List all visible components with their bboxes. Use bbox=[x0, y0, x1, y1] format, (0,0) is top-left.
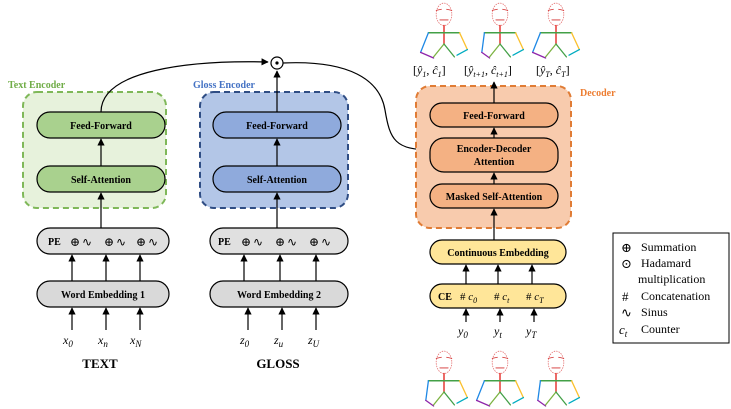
decoder-title: Decoder bbox=[580, 88, 616, 99]
text-pe-label: PE bbox=[48, 237, 61, 248]
decoder-input-token: yT bbox=[525, 324, 537, 340]
sinus-icon: ∿ bbox=[148, 235, 158, 249]
text-to-hadamard-curve bbox=[100, 58, 269, 113]
skeleton-pose-thumbnails-top bbox=[419, 2, 581, 59]
text-self-attention-label: Self-Attention bbox=[71, 175, 131, 186]
skeleton-pose-image bbox=[481, 2, 525, 59]
legend-label: multiplication bbox=[638, 272, 705, 286]
word-embedding-2-label: Word Embedding 2 bbox=[237, 290, 321, 301]
legend-label: Counter bbox=[641, 322, 680, 336]
skeleton-pose-image bbox=[419, 2, 469, 59]
sinus-icon: ∿ bbox=[253, 235, 263, 249]
concat-counter: # cT bbox=[526, 291, 544, 305]
summation-icon: ⊕ bbox=[241, 235, 251, 249]
gloss-pe-label: PE bbox=[218, 237, 231, 248]
word-embedding-2-box bbox=[209, 280, 349, 308]
gloss-input-token: zU bbox=[307, 333, 320, 349]
legend-label: Hadamard bbox=[641, 256, 691, 270]
concatenation-icon: # bbox=[622, 289, 629, 304]
gloss-caption: GLOSS bbox=[256, 356, 299, 371]
text-feed-forward-label: Feed-Forward bbox=[70, 121, 132, 132]
encoder-decoder-attention-label: Attention bbox=[474, 157, 515, 168]
gloss-pe-box bbox=[209, 227, 349, 255]
gloss-encoder: Gloss Encoder Feed-Forward Self-Attentio… bbox=[193, 80, 349, 371]
word-embedding-1-label: Word Embedding 1 bbox=[61, 290, 145, 301]
continuous-embedding-label: Continuous Embedding bbox=[447, 248, 548, 259]
legend: ⊕ Summation ⊙ Hadamard multiplication # … bbox=[612, 232, 730, 344]
text-input-token: x0 bbox=[62, 333, 73, 349]
hadamard-icon: ⊙ bbox=[621, 256, 632, 271]
encoder-decoder-attention-label: Encoder-Decoder bbox=[457, 144, 532, 155]
gloss-input-token: zu bbox=[273, 333, 284, 349]
concatenation-icon: # bbox=[526, 291, 532, 303]
sinus-icon: ∿ bbox=[287, 235, 297, 249]
concatenation-icon: # bbox=[494, 291, 500, 303]
legend-label: Concatenation bbox=[641, 289, 710, 303]
word-embedding-1-box bbox=[36, 280, 170, 308]
decoder: Decoder Feed-Forward Encoder-Decoder Att… bbox=[413, 63, 616, 340]
sinus-icon: ∿ bbox=[82, 235, 92, 249]
concat-counter: # c0 bbox=[460, 291, 477, 305]
summation-icon: ⊕ bbox=[70, 235, 80, 249]
legend-frame bbox=[612, 232, 730, 344]
gloss-encoder-title: Gloss Encoder bbox=[193, 80, 256, 91]
gloss-pe-terms: ⊕ ∿ ⊕ ∿ ⊕ ∿ bbox=[241, 235, 331, 249]
output-pair: [ŷt+1, ĉt+1] bbox=[464, 63, 512, 79]
skeleton-pose-image bbox=[425, 350, 469, 407]
summation-icon: ⊕ bbox=[309, 235, 319, 249]
counter-icon: ct bbox=[619, 322, 628, 339]
masked-self-attention-label: Masked Self-Attention bbox=[446, 192, 543, 203]
decoder-outputs: [ŷ1, ĉ1] [ŷt+1, ĉt+1] [ŷT, ĉT] bbox=[413, 63, 570, 79]
output-pair: [ŷT, ĉT] bbox=[536, 63, 570, 79]
concatenation-icon: # bbox=[460, 291, 466, 303]
hadamard-dot bbox=[275, 61, 279, 65]
skeleton-pose-image bbox=[531, 2, 581, 59]
skeleton-pose-thumbnails-bottom bbox=[425, 350, 581, 407]
continuous-embedding-box bbox=[429, 239, 567, 265]
legend-label: Summation bbox=[641, 240, 696, 254]
summation-icon: ⊕ bbox=[104, 235, 114, 249]
text-caption: TEXT bbox=[82, 356, 118, 371]
summation-icon: ⊕ bbox=[136, 235, 146, 249]
skeleton-pose-image bbox=[537, 350, 581, 407]
concat-counter: # ct bbox=[494, 291, 510, 305]
ce-counter-terms: # c0 # ct # cT bbox=[460, 291, 544, 305]
summation-icon: ⊕ bbox=[621, 240, 632, 255]
decoder-input-token: yt bbox=[493, 324, 502, 340]
ce-label: CE bbox=[438, 292, 452, 303]
ce-box bbox=[429, 283, 567, 309]
text-encoder: Text Encoder Feed-Forward Self-Attention… bbox=[8, 80, 170, 371]
text-pe-terms: ⊕ ∿ ⊕ ∿ ⊕ ∿ bbox=[70, 235, 158, 249]
gloss-self-attention-label: Self-Attention bbox=[247, 175, 307, 186]
text-input-token: xN bbox=[129, 333, 142, 349]
decoder-feed-forward-label: Feed-Forward bbox=[463, 111, 525, 122]
sinus-icon: ∿ bbox=[621, 305, 632, 320]
summation-icon: ⊕ bbox=[275, 235, 285, 249]
output-pair: [ŷ1, ĉ1] bbox=[413, 63, 446, 79]
skeleton-pose-image bbox=[475, 350, 525, 407]
gloss-feed-forward-label: Feed-Forward bbox=[246, 121, 308, 132]
decoder-input-token: y0 bbox=[457, 324, 468, 340]
sinus-icon: ∿ bbox=[321, 235, 331, 249]
text-encoder-title: Text Encoder bbox=[8, 80, 66, 91]
gloss-input-token: z0 bbox=[239, 333, 250, 349]
sinus-icon: ∿ bbox=[116, 235, 126, 249]
text-pe-box bbox=[36, 227, 170, 255]
text-input-token: xn bbox=[97, 333, 108, 349]
hadamard-to-decoder-curve bbox=[282, 62, 433, 154]
legend-label: Sinus bbox=[641, 305, 668, 319]
